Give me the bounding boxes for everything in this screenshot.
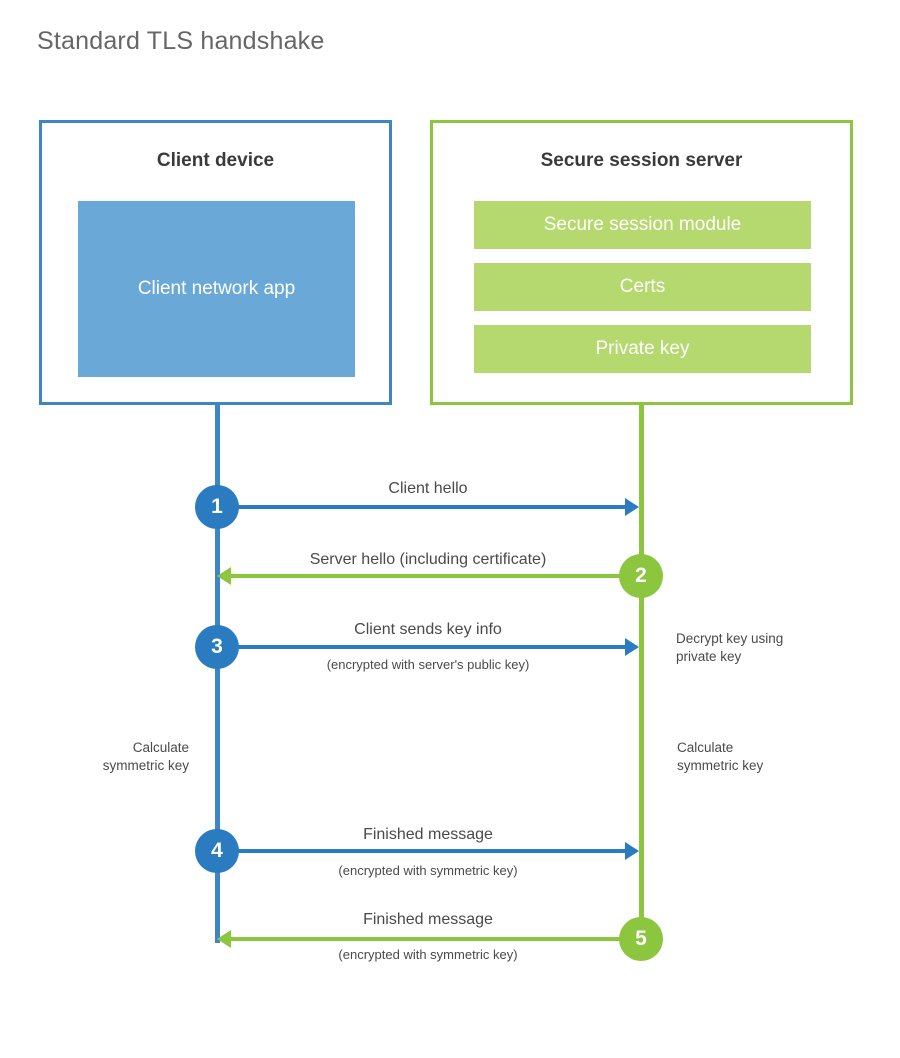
message-sublabel-step-4: (encrypted with symmetric key) [338,863,518,878]
message-sublabel-step-3: (encrypted with server's public key) [326,657,530,672]
server-component-private-key: Private key [474,325,811,373]
secure-session-server-title: Secure session server [540,150,743,171]
message-label-step-5: Finished message [363,911,493,928]
secure-session-server-box: Secure session server Secure session mod… [430,120,853,405]
arrow-head-left-icon [217,567,231,585]
message-label-step-2: Server hello (including certificate) [309,551,547,568]
arrow-head-right-icon [625,498,639,516]
arrow-step-2 [231,574,625,578]
client-device-box: Client device Client network app [39,120,392,405]
annotation-decrypt-key: Decrypt key using private key [676,631,784,664]
arrow-head-left-icon [217,930,231,948]
arrow-step-3 [217,645,625,649]
step-marker-3: 3 [195,625,239,669]
arrow-head-right-icon [625,842,639,860]
server-component-secure-session-module: Secure session module [474,201,811,249]
arrow-step-5 [231,937,625,941]
step-marker-4: 4 [195,829,239,873]
arrow-step-4 [217,849,625,853]
step-marker-2: 2 [619,554,663,598]
step-marker-5: 5 [619,917,663,961]
arrow-step-1 [217,505,625,509]
annotation-server-calculate-symmetric-key: Calculate symmetric key [677,740,764,773]
step-marker-1: 1 [195,485,239,529]
server-component-certs: Certs [474,263,811,311]
client-network-app-block: Client network app [78,201,355,377]
server-lifeline [639,405,644,941]
message-label-step-3: Client sends key info [354,621,502,638]
page-title: Standard TLS handshake [37,27,325,55]
message-sublabel-step-5: (encrypted with symmetric key) [338,947,518,962]
client-lifeline [215,405,220,943]
annotation-client-calculate-symmetric-key: Calculate symmetric key [102,740,189,773]
arrow-head-right-icon [625,638,639,656]
client-device-title: Client device [156,150,275,171]
message-label-step-4: Finished message [363,826,493,843]
message-label-step-1: Client hello [388,480,468,497]
